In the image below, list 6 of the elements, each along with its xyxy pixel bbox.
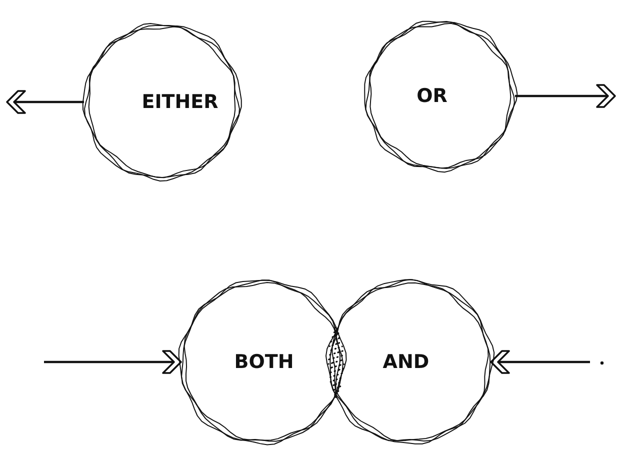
node-label: BOTH	[234, 351, 294, 373]
node-label: OR	[416, 85, 448, 107]
node-label: EITHER	[142, 91, 218, 113]
node-label: AND	[382, 351, 430, 373]
circle-node	[180, 280, 344, 444]
circle-node	[328, 280, 492, 444]
